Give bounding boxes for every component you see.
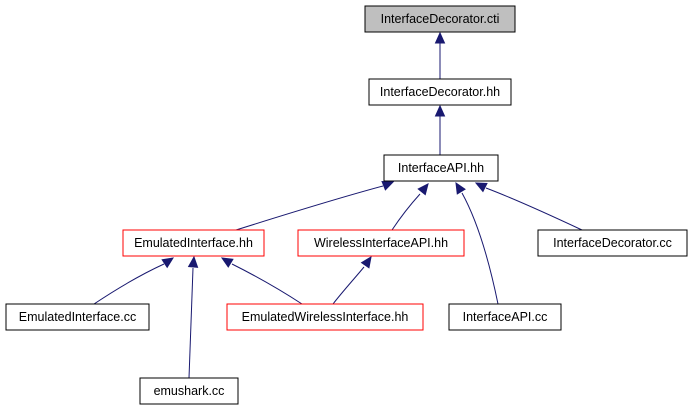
node-label: WirelessInterfaceAPI.hh <box>314 236 448 250</box>
node-emulated-wireless-interface-hh[interactable]: EmulatedWirelessInterface.hh <box>226 303 424 331</box>
node-interface-decorator-cc[interactable]: InterfaceDecorator.cc <box>537 229 688 257</box>
node-label: EmulatedInterface.cc <box>19 310 136 324</box>
edge-line <box>188 267 194 379</box>
node-box <box>226 303 424 331</box>
dependency-edge <box>187 255 199 379</box>
dependency-edge <box>93 257 175 305</box>
edge-line <box>391 193 421 231</box>
arrowhead <box>434 104 446 117</box>
node-emulated-interface-hh[interactable]: EmulatedInterface.hh <box>122 229 265 257</box>
edge-line <box>235 185 384 231</box>
edge-line <box>231 263 303 305</box>
node-box <box>364 5 516 33</box>
node-label: InterfaceDecorator.hh <box>380 85 500 99</box>
arrowhead <box>220 257 234 268</box>
arrowhead <box>417 183 429 196</box>
node-label: EmulatedInterface.hh <box>134 236 253 250</box>
node-box <box>139 377 239 405</box>
node-label: InterfaceDecorator.cti <box>381 12 500 26</box>
node-box <box>383 154 499 182</box>
node-box <box>368 78 512 106</box>
dependency-edge <box>391 183 429 231</box>
node-interface-decorator-cti[interactable]: InterfaceDecorator.cti <box>364 5 516 33</box>
edge-line <box>461 192 499 305</box>
edge-line <box>485 187 583 231</box>
edge-line <box>93 263 165 305</box>
node-wireless-interface-api-hh[interactable]: WirelessInterfaceAPI.hh <box>297 229 465 257</box>
dependency-edge <box>434 104 446 155</box>
node-label: InterfaceDecorator.cc <box>553 236 672 250</box>
node-box <box>5 303 150 331</box>
node-box <box>297 229 465 257</box>
dependency-edge <box>235 181 395 231</box>
edge-layer <box>93 31 583 379</box>
arrowhead <box>434 31 446 44</box>
node-interface-decorator-hh[interactable]: InterfaceDecorator.hh <box>368 78 512 106</box>
arrowhead <box>455 181 466 195</box>
node-box <box>448 303 562 331</box>
node-interface-api-cc[interactable]: InterfaceAPI.cc <box>448 303 562 331</box>
node-label: emushark.cc <box>154 384 225 398</box>
edge-line <box>332 266 365 305</box>
node-interface-api-hh[interactable]: InterfaceAPI.hh <box>383 154 499 182</box>
arrowhead <box>474 182 488 193</box>
dependency-edge <box>220 257 303 305</box>
dependency-edge <box>474 182 583 231</box>
node-label: InterfaceAPI.cc <box>463 310 548 324</box>
dependency-edge <box>332 256 372 305</box>
node-emushark-cc[interactable]: emushark.cc <box>139 377 239 405</box>
node-emulated-interface-cc[interactable]: EmulatedInterface.cc <box>5 303 150 331</box>
arrowhead <box>360 256 372 269</box>
node-label: EmulatedWirelessInterface.hh <box>242 310 409 324</box>
dependency-edge <box>434 31 446 79</box>
node-box <box>122 229 265 257</box>
arrowhead <box>381 181 395 191</box>
arrowhead <box>187 255 199 268</box>
node-layer: InterfaceDecorator.cti InterfaceDecorato… <box>5 5 688 405</box>
node-box <box>537 229 688 257</box>
dependency-edge <box>455 181 499 305</box>
node-label: InterfaceAPI.hh <box>398 161 484 175</box>
arrowhead <box>161 257 175 269</box>
